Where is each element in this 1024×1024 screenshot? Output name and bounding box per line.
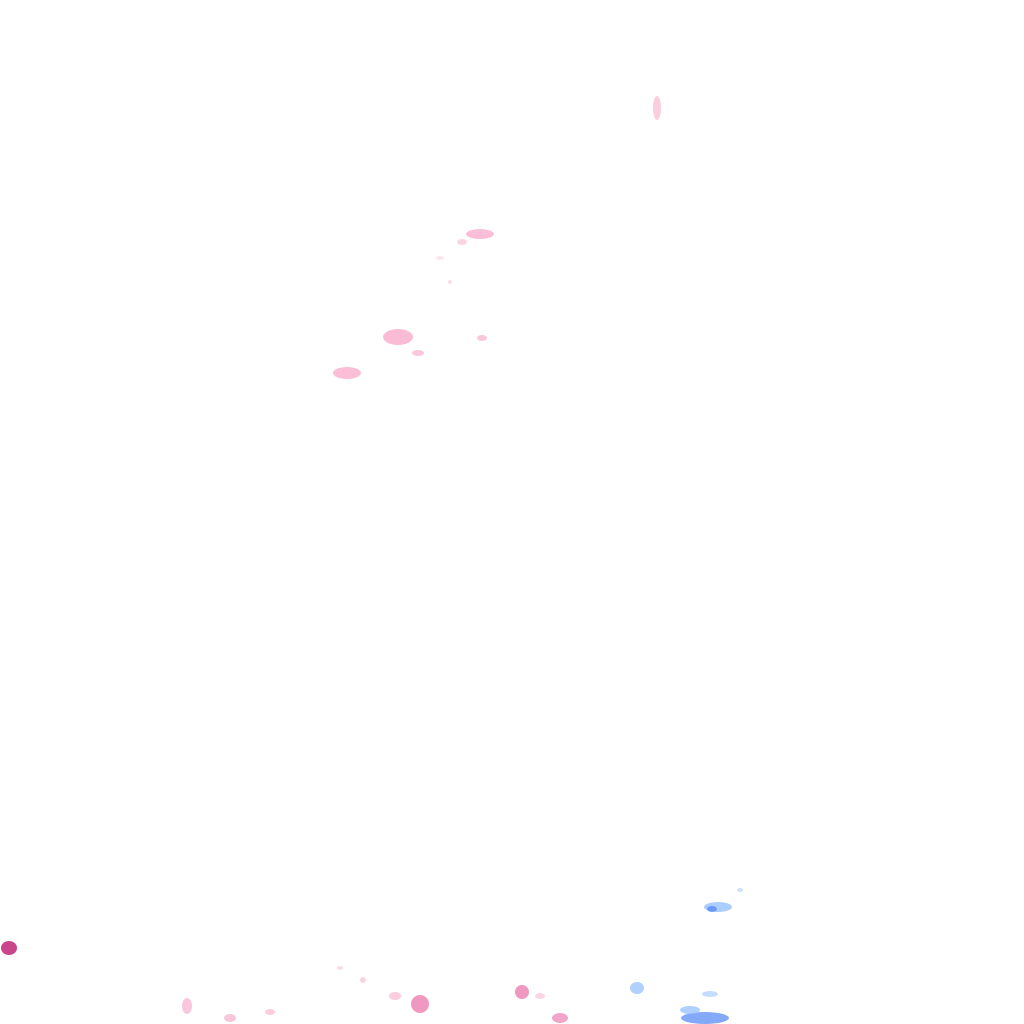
precipitation-cell <box>457 239 467 245</box>
precipitation-cell <box>337 966 343 970</box>
precipitation-cell <box>737 888 743 892</box>
precipitation-cell <box>412 350 424 356</box>
precipitation-cell <box>535 993 545 999</box>
precipitation-cell <box>707 906 717 912</box>
precipitation-cell <box>411 995 429 1013</box>
precipitation-cell <box>360 977 366 983</box>
precipitation-cell <box>436 256 444 260</box>
precipitation-cell <box>680 1006 700 1014</box>
precipitation-cell <box>1 941 17 955</box>
precipitation-cell <box>515 985 529 999</box>
precipitation-cell <box>702 991 718 997</box>
precipitation-cell <box>182 998 192 1014</box>
precipitation-cell <box>552 1013 568 1023</box>
precipitation-cell <box>448 280 452 284</box>
precipitation-cell <box>383 329 413 345</box>
precipitation-cell <box>389 992 401 1000</box>
precipitation-cell <box>630 982 644 994</box>
precipitation-cell <box>477 335 487 341</box>
precipitation-cell <box>653 96 661 120</box>
precipitation-cell <box>681 1012 729 1024</box>
precipitation-cell <box>265 1009 275 1015</box>
precipitation-cell <box>224 1014 236 1022</box>
precipitation-cell <box>333 367 361 379</box>
precipitation-cells <box>1 96 743 1024</box>
precipitation-cell <box>466 229 494 239</box>
